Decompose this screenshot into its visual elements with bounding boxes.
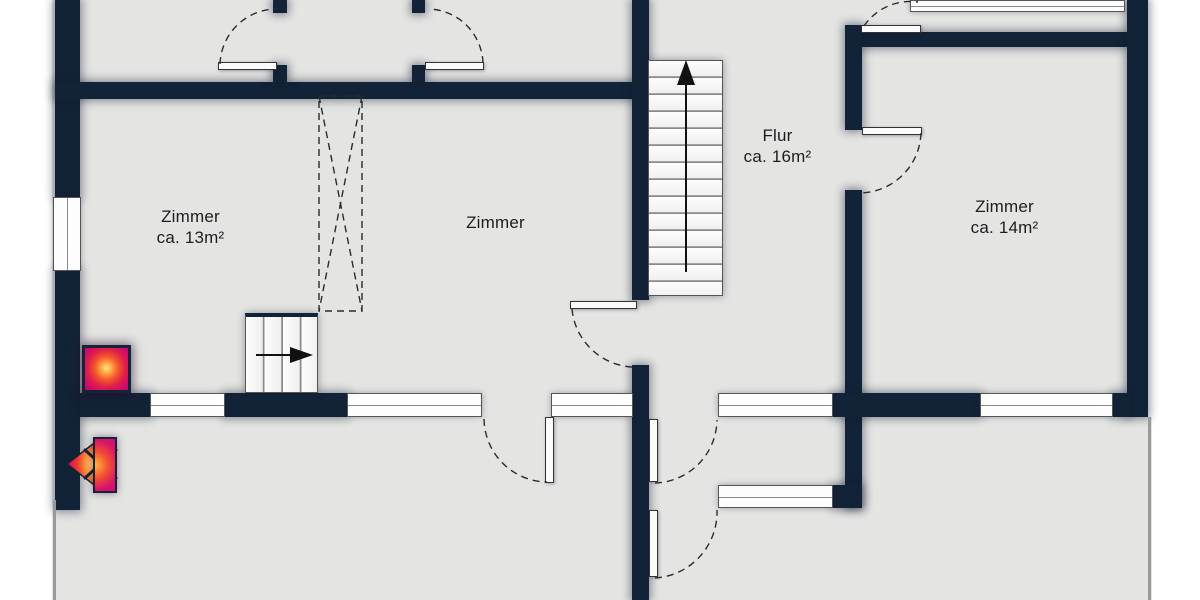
window-corridor-lower [718,485,833,508]
door-leaf-top-right [861,25,921,33]
wall-left-outer-bottom [55,270,80,510]
room-label-zimmer-14: Zimmer ca. 14m² [942,196,1067,238]
floor-slab [52,0,1152,600]
wall-top-horizontal [55,82,649,99]
room-name: Zimmer [466,213,525,232]
door-leaf-midroom [570,301,637,309]
window-south-2 [347,393,482,417]
terrace-edge-right [1148,417,1151,600]
wall-jamb-top-2 [412,65,425,82]
window-south-3 [551,393,633,417]
door-leaf-south-1 [545,417,554,483]
room-name: Flur [762,126,793,145]
staircase-small [245,313,318,393]
wall-stub-top-1 [273,0,287,13]
room-label-zimmer-mid: Zimmer [433,212,558,233]
room-area: ca. 13m² [156,228,225,247]
window-top-edge [910,0,1125,12]
wall-right-outer [1127,0,1148,417]
terrace-edge-left [53,500,56,600]
glow-square-marker[interactable] [82,345,131,393]
room-area: ca. 16m² [743,147,812,166]
door-leaf-corridor-lower [649,510,658,577]
door-leaf-corridor-upper [649,419,658,482]
door-leaf-corridor-2 [425,62,484,70]
wall-center-vertical-upper [632,0,649,300]
wall-south-seg-2 [225,393,347,417]
staircase-main [648,60,723,296]
room-label-zimmer-13: Zimmer ca. 13m² [118,206,263,248]
wall-south-seg-3 [833,393,980,417]
window-left-wall [53,197,81,271]
window-south-5 [980,393,1113,417]
room-area: ca. 14m² [970,218,1039,237]
window-south-4 [718,393,833,417]
wall-south-seg-1 [80,393,150,417]
window-south-1 [150,393,225,417]
glow-rect-marker[interactable] [93,437,117,493]
door-leaf-room14 [862,127,922,135]
wall-room14-top [861,32,1127,47]
room-label-flur: Flur ca. 16m² [715,125,840,167]
room-name: Zimmer [161,207,220,226]
wall-south-seg-4 [1113,393,1129,417]
outside-area [1148,0,1200,417]
wall-flur-right-upper [845,25,862,130]
door-leaf-corridor-1 [218,62,277,70]
wall-center-vertical-lower [632,365,649,600]
room-name: Zimmer [975,197,1034,216]
wall-stub-top-2 [412,0,425,13]
wall-corridor-lower-seg [833,485,862,508]
wall-flur-right-lower [845,190,862,508]
